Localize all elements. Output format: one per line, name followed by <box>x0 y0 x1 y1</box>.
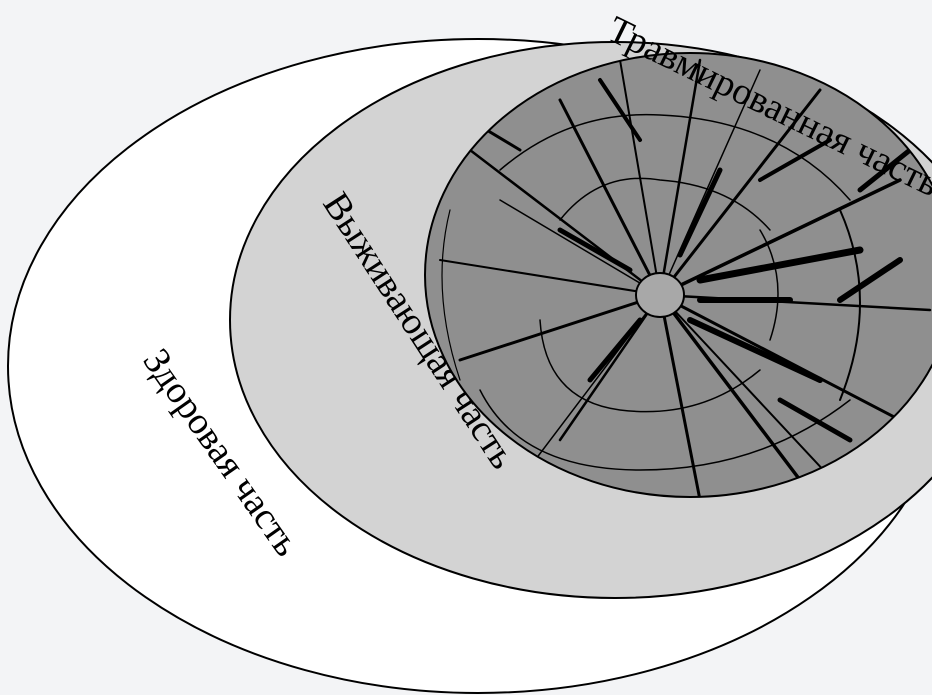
impact-center <box>636 273 684 317</box>
